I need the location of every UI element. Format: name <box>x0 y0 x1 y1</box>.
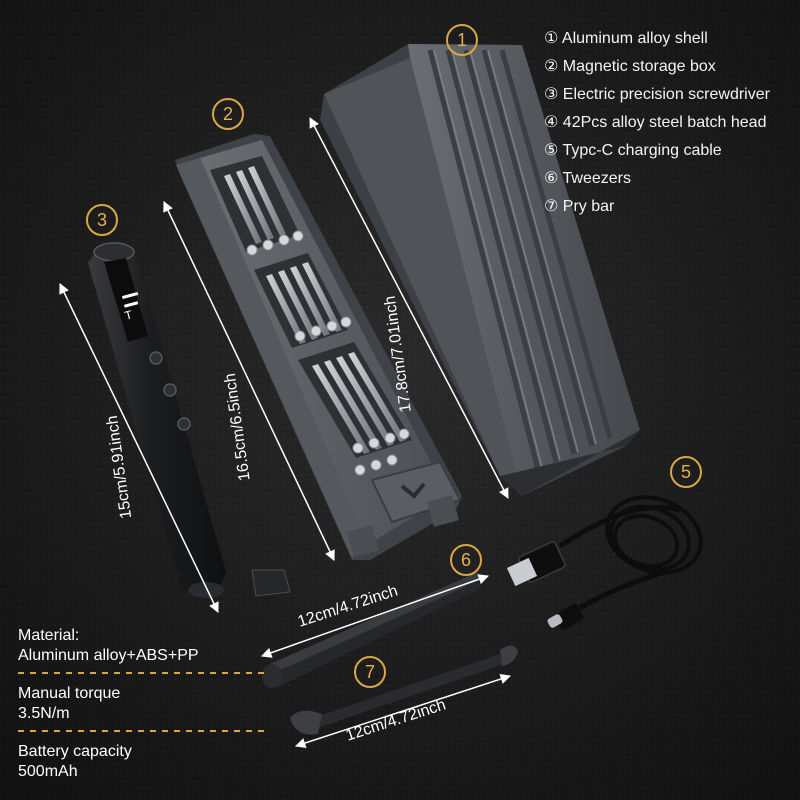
spec-label: Material: <box>18 627 80 644</box>
spec-material: Material: Aluminum alloy+ABS+PP <box>18 626 268 674</box>
legend-item-pry-bar: ⑦ Pry bar <box>544 198 615 215</box>
dimension-arrows <box>59 117 511 749</box>
legend-item-bits: ④ 42Pcs alloy steel batch head <box>544 114 767 131</box>
spec-list: Material: Aluminum alloy+ABS+PP Manual t… <box>18 626 268 792</box>
charging-cable <box>506 495 703 631</box>
legend-item-screwdriver: ③ Electric precision screwdriver <box>544 86 770 103</box>
spec-divider <box>18 730 268 732</box>
badge-screwdriver: 3 <box>86 204 118 236</box>
spec-value: 3.5N/m <box>18 705 70 722</box>
spec-battery: Battery capacity 500mAh <box>18 742 268 782</box>
spec-label: Battery capacity <box>18 743 132 760</box>
badge-cable: 5 <box>670 456 702 488</box>
badge-tweezers: 6 <box>450 544 482 576</box>
component-legend: ① Aluminum alloy shell ② Magnetic storag… <box>544 26 794 222</box>
badge-storage-box: 2 <box>212 98 244 130</box>
spec-divider <box>18 672 268 674</box>
legend-item-tweezers: ⑥ Tweezers <box>544 170 631 187</box>
badge-pry-bar: 7 <box>354 656 386 688</box>
badge-shell: 1 <box>446 24 478 56</box>
legend-item-shell: ① Aluminum alloy shell <box>544 30 708 47</box>
legend-item-cable: ⑤ Typc-C charging cable <box>544 142 722 159</box>
spec-label: Manual torque <box>18 685 121 702</box>
legend-item-storage-box: ② Magnetic storage box <box>544 58 716 75</box>
spec-torque: Manual torque 3.5N/m <box>18 684 268 732</box>
spec-value: Aluminum alloy+ABS+PP <box>18 647 199 664</box>
spec-value: 500mAh <box>18 763 78 780</box>
